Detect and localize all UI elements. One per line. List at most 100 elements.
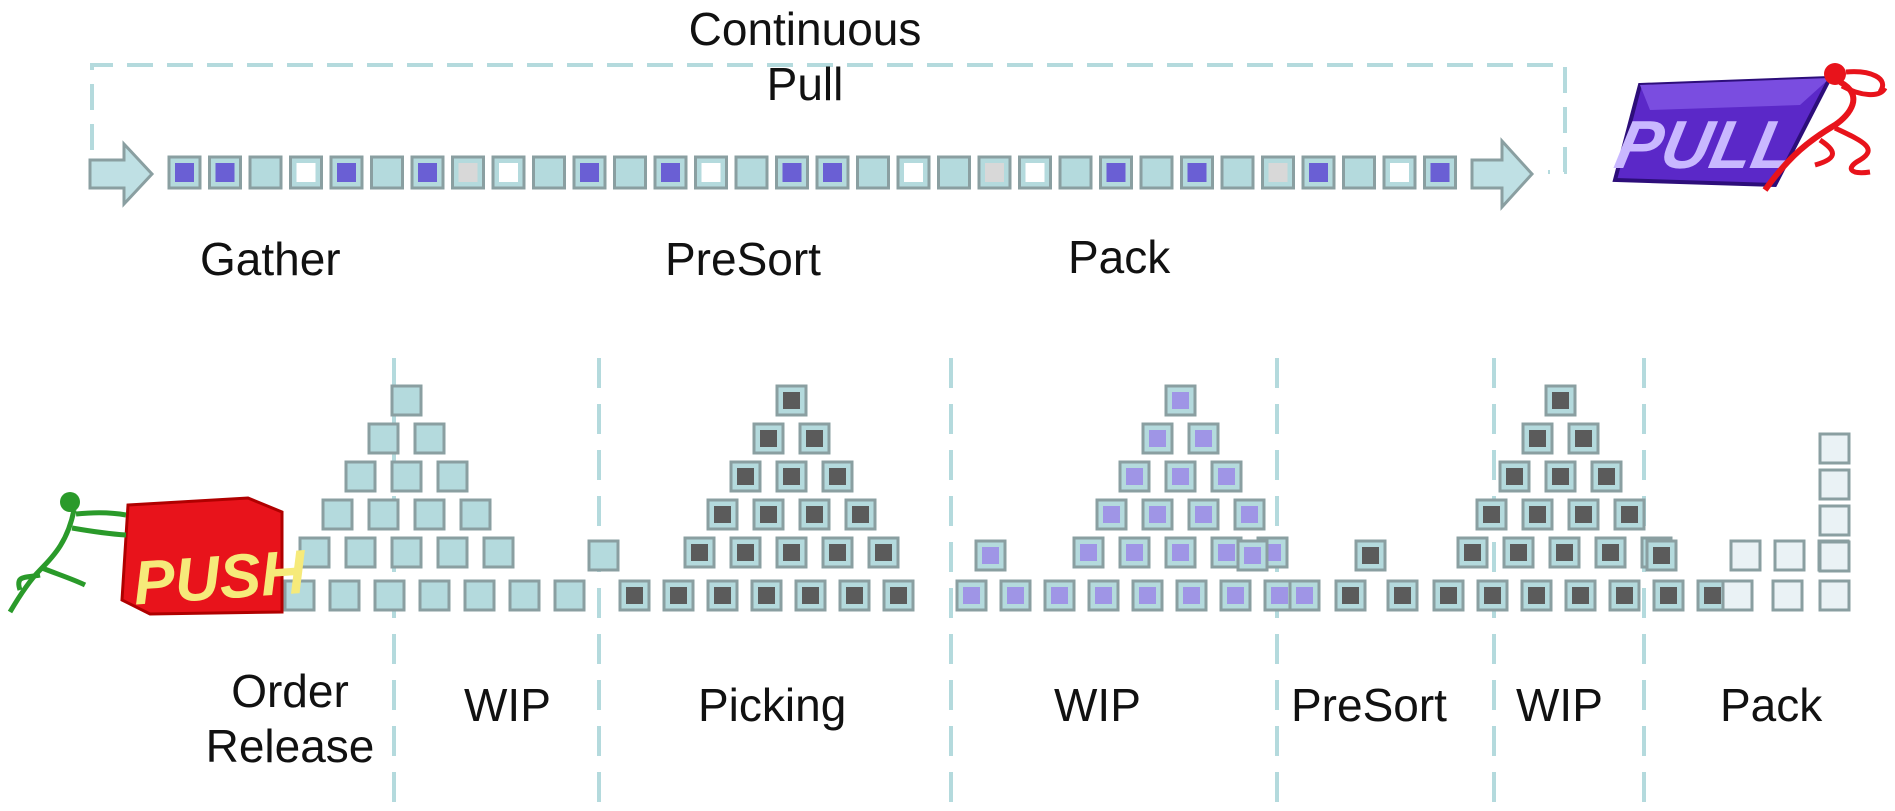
work-item-box [775,460,808,493]
work-item-box [1544,460,1577,493]
section-label-wip-2: WIP [1054,679,1141,731]
work-item-box [1043,579,1076,612]
stage-label-gather: Gather [200,233,341,285]
conveyor-start-arrow [88,140,155,208]
work-item-box [1072,536,1105,569]
work-item-box [1087,579,1120,612]
conveyor-box [896,155,931,190]
work-item-box [321,498,354,531]
work-item-box [1354,539,1387,572]
work-item-box [298,536,331,569]
work-item-box [1818,468,1851,501]
conveyor-box [1180,155,1214,190]
conveyor-box [613,155,647,190]
work-item-box [867,536,900,569]
work-item-box [999,579,1032,612]
work-item-boxes [283,384,1851,612]
work-item-box [729,536,762,569]
section-label-wip-3: WIP [1516,679,1603,731]
work-item-box [1818,579,1851,612]
work-item-box [1564,579,1597,612]
work-item-box [367,498,400,531]
work-item-box [683,536,716,569]
work-item-box [1386,579,1419,612]
continuous-pull-title-line2: Pull [766,58,844,111]
work-item-box [1548,536,1581,569]
work-item-box [1476,579,1509,612]
work-item-box [344,460,377,493]
push-logo: PUSH [7,492,309,619]
work-item-box [1773,539,1806,572]
work-item-box [1164,536,1197,569]
work-item-box [618,579,651,612]
work-item-box [373,579,406,612]
work-item-box [798,498,831,531]
work-item-box [1175,579,1208,612]
work-item-box [1594,536,1627,569]
work-item-box [821,536,854,569]
conveyor-box [1099,155,1133,190]
work-item-box [1219,579,1252,612]
work-item-box [706,498,739,531]
conveyor-box [977,155,1012,190]
work-item-box [844,498,877,531]
conveyor-box [694,155,728,190]
work-item-box [1590,460,1623,493]
conveyor-box [1018,155,1052,190]
work-item-box [1721,579,1754,612]
work-item-box [798,422,831,455]
work-item-box [1118,460,1151,493]
work-item-box [459,498,492,531]
work-item-box [1288,579,1321,612]
work-item-box [1187,498,1220,531]
section-label-picking: Picking [698,679,847,731]
work-item-box [413,422,446,455]
work-item-box [1818,432,1851,465]
work-item-box [413,498,446,531]
section-label-pack: Pack [1720,679,1823,731]
work-item-box [775,384,808,417]
work-item-box [729,460,762,493]
work-item-box [1652,579,1685,612]
work-item-box [344,536,377,569]
work-item-box [367,422,400,455]
pull-logo-text: PULL [1609,107,1803,183]
work-item-box [1613,498,1646,531]
conveyor-box [856,155,890,190]
work-item-box [1498,460,1531,493]
conveyor-box [1058,155,1093,190]
work-item-box [418,579,451,612]
work-item-box [1475,498,1508,531]
order-release-line2: Release [205,720,375,773]
work-item-box [1164,384,1197,417]
work-item-box [436,536,469,569]
work-item-box [1567,498,1600,531]
section-label-order-release: Order Release [190,664,390,774]
conveyor-box [572,155,607,190]
conveyor-box [734,155,769,190]
section-label-wip-1: WIP [464,679,551,731]
continuous-pull-loop [90,63,1567,174]
work-item-box [1544,384,1577,417]
conveyor-box [775,155,809,190]
work-item-box [752,498,785,531]
conveyor-box [491,155,526,190]
work-item-box [775,536,808,569]
work-item-box [1818,504,1851,537]
work-item-box [752,422,785,455]
work-item-box [882,579,915,612]
work-item-box [1456,536,1489,569]
work-item-box [1164,460,1197,493]
work-item-box [1236,539,1269,572]
work-item-box [1521,498,1554,531]
stage-label-presort: PreSort [665,233,821,285]
work-item-box [1818,540,1851,573]
order-release-line1: Order [231,665,349,717]
section-label-presort: PreSort [1291,679,1447,731]
work-item-box [1118,536,1151,569]
conveyor-boxes [167,155,1457,190]
work-item-box [1520,579,1553,612]
work-item-box [1210,536,1243,569]
work-item-box [328,579,361,612]
work-item-box [794,579,827,612]
